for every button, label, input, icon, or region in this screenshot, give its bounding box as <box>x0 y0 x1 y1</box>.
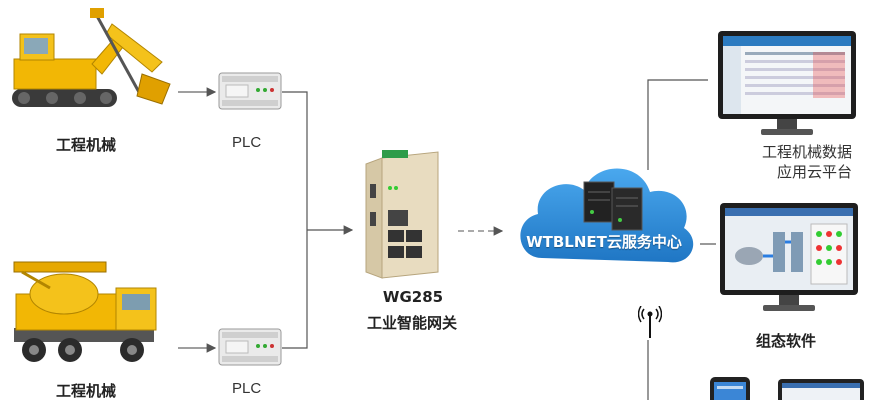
gateway-label: 工业智能网关 <box>366 314 457 332</box>
gateway-model-label: WG285 <box>382 288 444 306</box>
machinery-bottom-label: 工程机械 <box>56 382 117 400</box>
gateway-router-icon <box>365 150 439 279</box>
link-plc-bottom-bus <box>282 230 308 349</box>
scada-label: 组态软件 <box>756 332 817 350</box>
cloud-label: WTBLNET云服务中心 <box>526 233 682 251</box>
cloud-platform-line1: 工程机械数据 <box>761 143 852 161</box>
phone-icon <box>710 377 750 400</box>
plc-module-icon <box>218 328 282 366</box>
monitor-icon <box>718 31 856 135</box>
excavator-icon <box>12 8 171 107</box>
cloud-server-icon <box>520 168 694 263</box>
link-plc-top-bus <box>282 91 308 230</box>
plc-top-label: PLC <box>232 134 262 151</box>
antenna-icon <box>638 306 662 338</box>
machinery-top-label: 工程机械 <box>56 136 117 154</box>
monitor-icon <box>720 203 858 311</box>
plc-bottom-label: PLC <box>232 380 262 397</box>
cloud-platform-label: 工程机械数据 应用云平台 <box>740 142 852 182</box>
link-cloud-platform <box>647 79 708 170</box>
tablet-icon <box>778 379 864 400</box>
truck-crane-icon <box>13 261 157 362</box>
cloud-platform-line2: 应用云平台 <box>776 163 852 181</box>
plc-module-icon <box>218 72 282 110</box>
